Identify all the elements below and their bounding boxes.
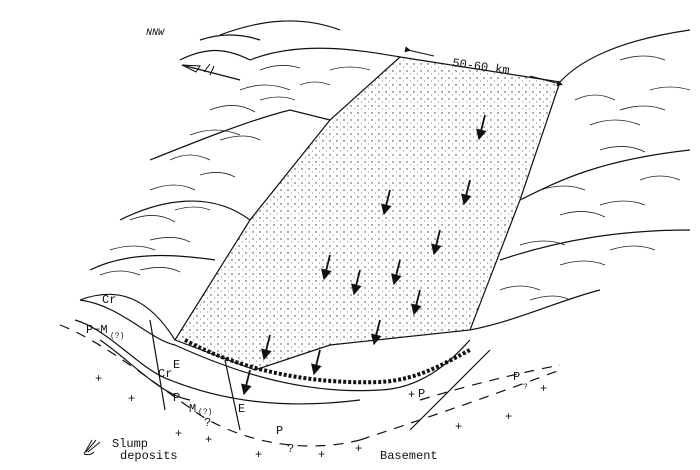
layer-p-bottom: P <box>276 424 283 438</box>
svg-text:+: + <box>255 448 262 462</box>
layer-q-left: ? <box>204 416 211 430</box>
north-arrow-icon <box>181 63 241 81</box>
svg-text:+: + <box>128 392 135 406</box>
cross-section-layers <box>59 299 561 447</box>
svg-text:+: + <box>175 427 182 441</box>
slump-deposits-legend-icon <box>83 439 101 456</box>
flow-arrows <box>241 114 487 396</box>
layer-pm-upper: P−M <box>86 323 108 337</box>
layer-m-lower: M <box>189 402 196 416</box>
basement-crosses: + + + + + + + + + + + <box>95 372 547 462</box>
layer-m-lower-sub: (?) <box>198 408 212 417</box>
width-dimension-arrow <box>404 46 563 87</box>
layer-e-upper: E <box>173 358 180 372</box>
layer-q-bottom: ? <box>287 442 294 456</box>
left-slope-hills <box>79 20 401 341</box>
layer-p-center: P <box>418 387 425 401</box>
layer-cr-lower: Cr <box>158 367 172 381</box>
slump-label-line2: deposits <box>120 449 178 463</box>
layer-pm-upper-sub: (?) <box>110 332 124 341</box>
layer-p-right: P <box>513 370 520 384</box>
orientation-label: NNW <box>146 28 165 39</box>
svg-text:+: + <box>408 388 415 402</box>
layer-e-lower: E <box>238 402 245 416</box>
canyon-floor <box>174 56 561 371</box>
layer-q-right: ? <box>523 383 528 392</box>
svg-text:+: + <box>355 442 362 456</box>
right-slope-hills <box>469 29 691 331</box>
svg-text:+: + <box>205 433 212 447</box>
svg-text:+: + <box>505 410 512 424</box>
svg-text:+: + <box>318 448 325 462</box>
svg-text:+: + <box>540 382 547 396</box>
slump-label-line1: Slump <box>112 437 148 451</box>
svg-text:+: + <box>95 372 102 386</box>
layer-p-lower: P <box>173 391 180 405</box>
svg-text:+: + <box>455 420 462 434</box>
basement-label: Basement <box>380 449 438 463</box>
layer-cr-upper: Cr <box>102 293 116 307</box>
